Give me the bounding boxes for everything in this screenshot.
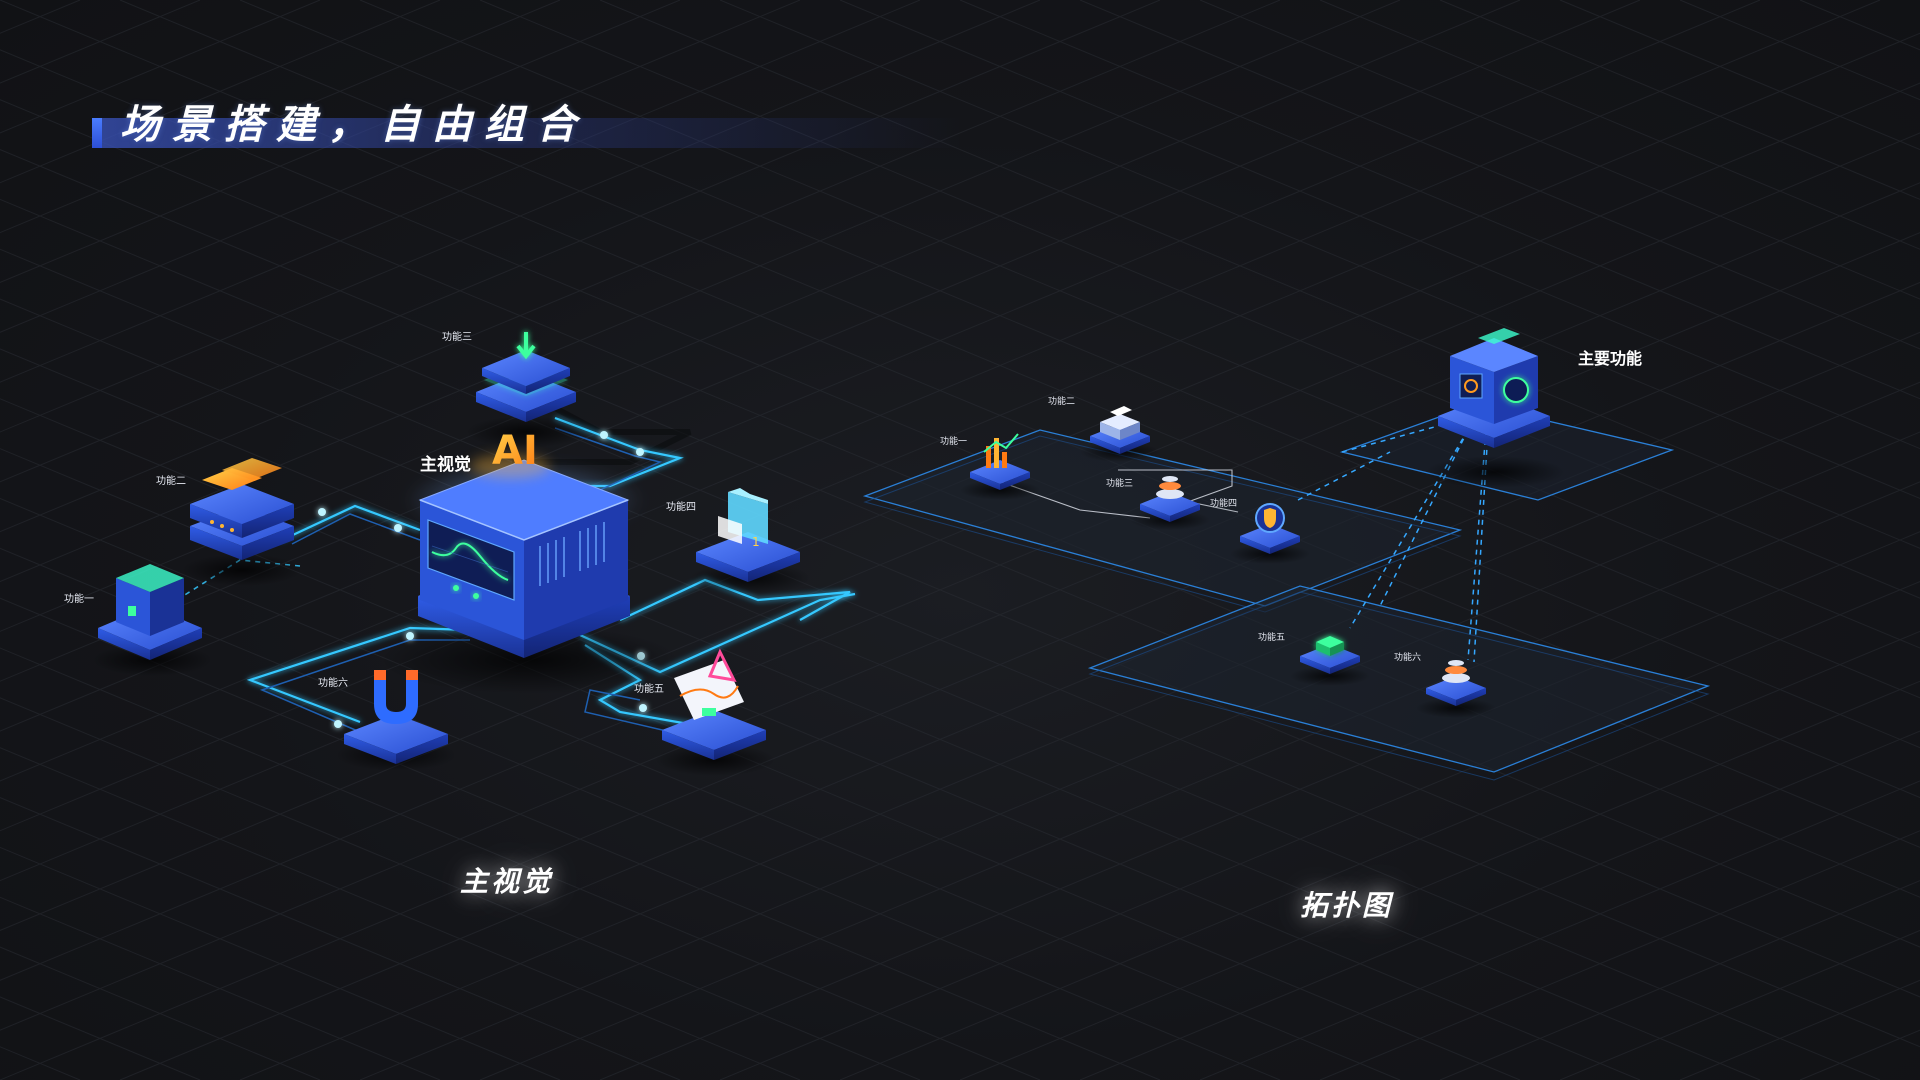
module-f5[interactable] [662, 648, 766, 760]
module-f5-label: 功能五 [634, 682, 664, 695]
module-f6[interactable] [344, 670, 448, 764]
shield-icon [1255, 503, 1285, 533]
ai-logo-icon: AI [470, 428, 550, 478]
module-f4-label: 功能四 [666, 500, 696, 513]
ai-core-cube[interactable]: AI [404, 428, 644, 658]
module-f2[interactable] [190, 458, 294, 560]
router-icon [202, 458, 282, 490]
printer-icon [1100, 406, 1140, 440]
topology-node-t1-label: 功能一 [940, 435, 967, 447]
topology-plates [862, 403, 1711, 781]
bar-chart-icon [983, 433, 1019, 468]
module-f2-label: 功能二 [156, 474, 186, 487]
module-f1-label: 功能一 [64, 592, 94, 605]
topology-node-t6-label: 功能六 [1394, 651, 1421, 663]
stack-icon [1156, 476, 1184, 499]
safe-box-icon [1450, 328, 1538, 424]
topology-node-t4-label: 功能四 [1210, 497, 1237, 509]
chip-icon [1316, 636, 1344, 656]
topology-node-t5[interactable] [1300, 636, 1360, 674]
topology-main-node[interactable] [1438, 328, 1550, 448]
topology-main-label: 主要功能 [1578, 349, 1642, 368]
folder-icon: 1 [718, 488, 768, 549]
topology-node-t2[interactable] [1090, 406, 1150, 454]
module-f4[interactable]: 1 [696, 488, 800, 582]
main-visual-section-label: 主视觉 [460, 865, 554, 898]
topology-node-t1[interactable] [970, 433, 1030, 490]
topology-node-t3-label: 功能三 [1106, 477, 1133, 489]
title-accent [92, 118, 102, 148]
topology-node-t6[interactable] [1426, 660, 1486, 706]
main-visual-center-label: 主视觉 [420, 454, 471, 475]
server-rack-icon [116, 564, 184, 636]
magnet-icon [374, 670, 418, 724]
topology-section-label: 拓扑图 [1300, 889, 1394, 922]
ai-logo-text: AI [492, 428, 538, 474]
stack-icon [1442, 660, 1470, 683]
chart-ruler-icon [674, 648, 744, 720]
svg-text:1: 1 [752, 535, 760, 549]
topology-node-t3[interactable] [1140, 476, 1200, 522]
page-title: 场景搭建，自由组合 [120, 102, 588, 148]
topology-node-t5-label: 功能五 [1258, 631, 1285, 643]
download-icon [516, 332, 536, 360]
module-f3[interactable] [476, 332, 576, 422]
module-f6-label: 功能六 [318, 676, 348, 689]
module-f3-label: 功能三 [442, 330, 472, 343]
topology-node-t2-label: 功能二 [1048, 395, 1075, 407]
topology-node-t4[interactable] [1240, 503, 1300, 554]
page-title-bar: 场景搭建，自由组合 [92, 92, 972, 152]
title-band [102, 118, 962, 148]
module-f1[interactable] [98, 564, 202, 660]
